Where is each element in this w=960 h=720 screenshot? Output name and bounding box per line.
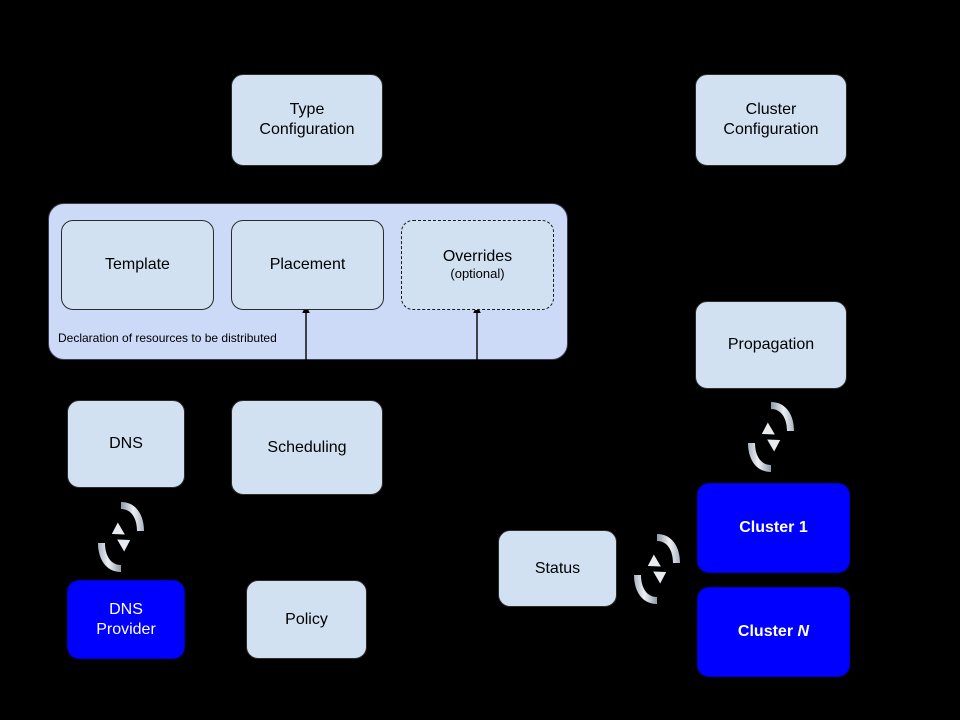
node-placement[interactable]: Placement: [231, 220, 384, 310]
node-template[interactable]: Template: [61, 220, 214, 310]
node-cluster-n[interactable]: Cluster N: [697, 587, 850, 677]
node-label: Policy: [285, 610, 328, 628]
node-cluster-1[interactable]: Cluster 1: [697, 483, 850, 573]
node-dns[interactable]: DNS: [67, 400, 185, 488]
node-propagation[interactable]: Propagation: [695, 301, 847, 389]
group-caption: Declaration of resources to be distribut…: [58, 331, 277, 345]
node-status[interactable]: Status: [498, 530, 617, 607]
node-overrides[interactable]: Overrides (optional): [401, 220, 554, 310]
node-label: Status: [534, 559, 581, 577]
node-label: Propagation: [727, 336, 815, 354]
node-policy[interactable]: Policy: [246, 580, 367, 659]
node-label: DNS: [109, 435, 143, 453]
node-label: Template: [105, 256, 170, 274]
node-scheduling[interactable]: Scheduling: [231, 400, 383, 495]
node-label: Cluster N: [737, 623, 810, 641]
node-label: Placement: [269, 256, 346, 274]
sync-arrows-icon: [740, 398, 802, 476]
sync-arrows-icon: [90, 498, 152, 576]
node-label: Cluster 1: [739, 519, 808, 537]
node-label: Scheduling: [267, 438, 347, 456]
node-label: Overrides (optional): [402, 247, 553, 283]
sync-arrows-icon: [626, 530, 688, 608]
node-sublabel: (optional): [450, 266, 505, 282]
